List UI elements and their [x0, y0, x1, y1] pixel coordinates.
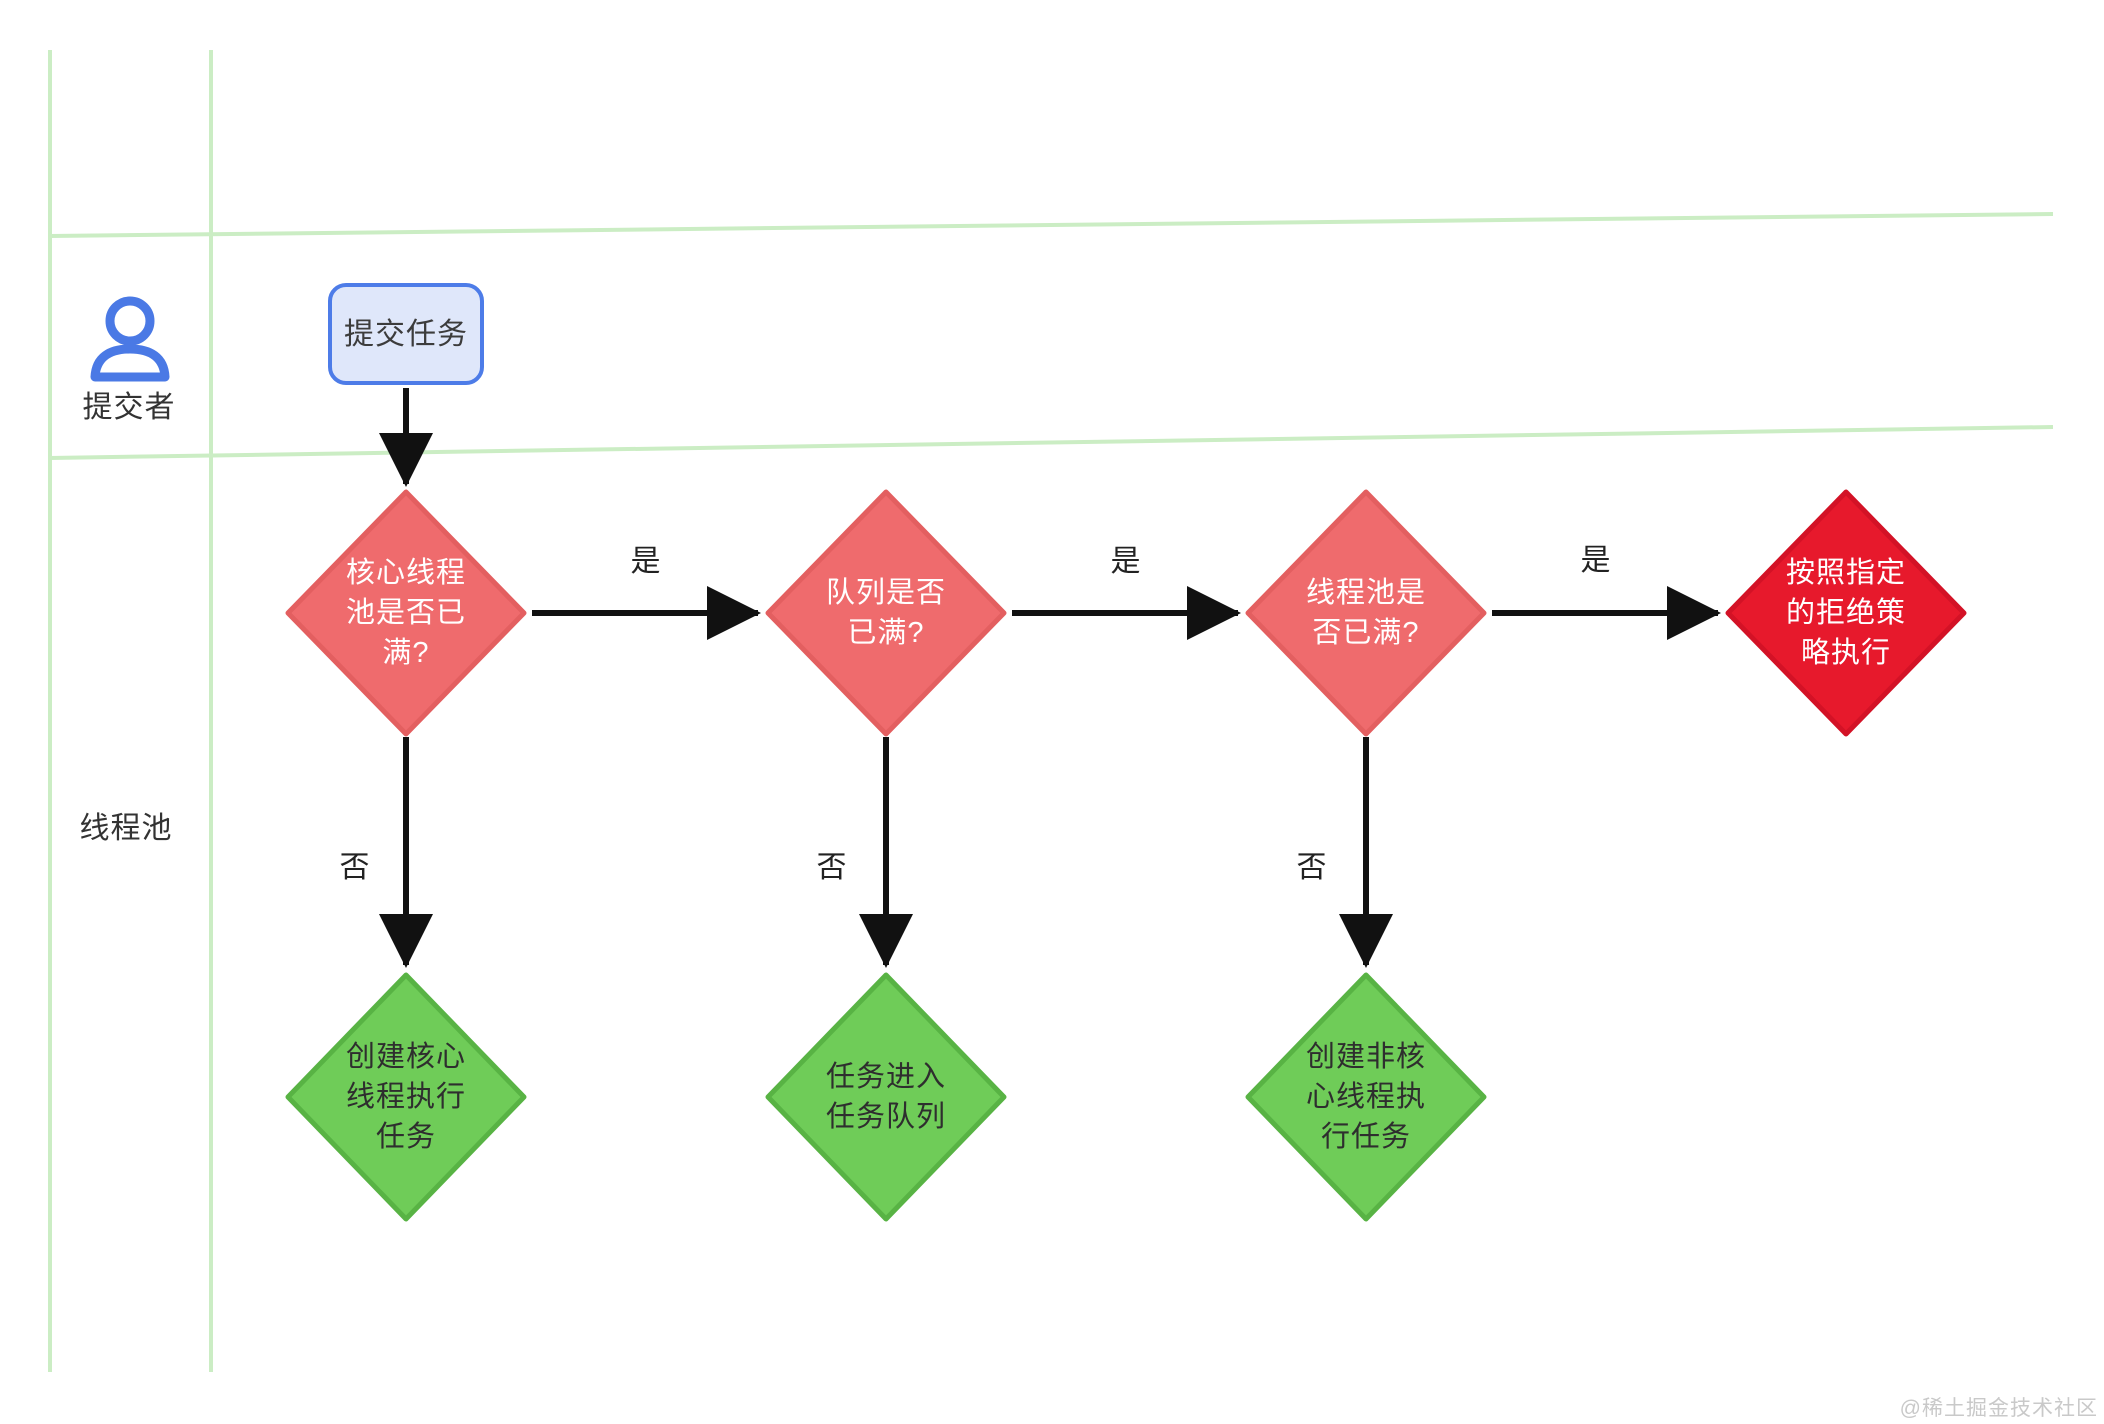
person-icon-head	[105, 296, 155, 346]
action-create-noncore-thread-shape	[1245, 972, 1487, 1222]
decision-core-pool-full-shape	[285, 489, 527, 737]
edge-label-no-2: 否	[816, 851, 848, 884]
edge-label-yes-3: 是	[1580, 544, 1612, 577]
action-create-core-thread-shape	[285, 972, 527, 1222]
grid-horizontal-line-2	[49, 425, 2054, 460]
decision-thread-pool-full-label: 线程池是 否已满?	[1305, 577, 1426, 649]
edge-label-yes-1: 是	[630, 545, 662, 578]
reject-policy-shape	[1725, 489, 1967, 737]
decision-thread-pool-full-shape	[1245, 489, 1487, 737]
decision-queue-full-shape	[765, 489, 1007, 737]
action-create-noncore-thread-label: 创建非核 心线程执 行任务	[1305, 1041, 1426, 1153]
edge-label-no-1: 否	[339, 851, 371, 884]
decision-diamonds	[285, 489, 1967, 737]
edge-label-yes-2: 是	[1110, 545, 1142, 578]
watermark-text: @稀土掘金技术社区	[1899, 1397, 2098, 1420]
reject-policy-label: 按照指定 的拒绝策 略执行	[1785, 557, 1906, 669]
grid-horizontal-line-1	[49, 212, 2054, 238]
action-create-core-thread-label: 创建核心 线程执行 任务	[345, 1041, 466, 1153]
submit-task-node-shape	[328, 283, 484, 385]
person-icon	[90, 296, 170, 382]
thread-pool-lane-label: 线程池	[79, 812, 173, 845]
decision-core-pool-full-label: 核心线程 池是否已 满?	[345, 557, 466, 669]
swimlane-grid	[48, 50, 2054, 1372]
submit-task-node-label: 提交任务	[344, 318, 468, 351]
action-enqueue-task-shape	[765, 972, 1007, 1222]
action-enqueue-task-label: 任务进入 任务队列	[825, 1061, 946, 1133]
person-icon-shoulders	[90, 344, 170, 382]
edge-label-no-3: 否	[1296, 851, 1328, 884]
flow-arrows	[379, 388, 1721, 968]
decision-queue-full-label: 队列是否 已满?	[825, 577, 946, 649]
action-diamonds	[285, 972, 1487, 1222]
submitter-lane-label: 提交者	[82, 391, 176, 424]
